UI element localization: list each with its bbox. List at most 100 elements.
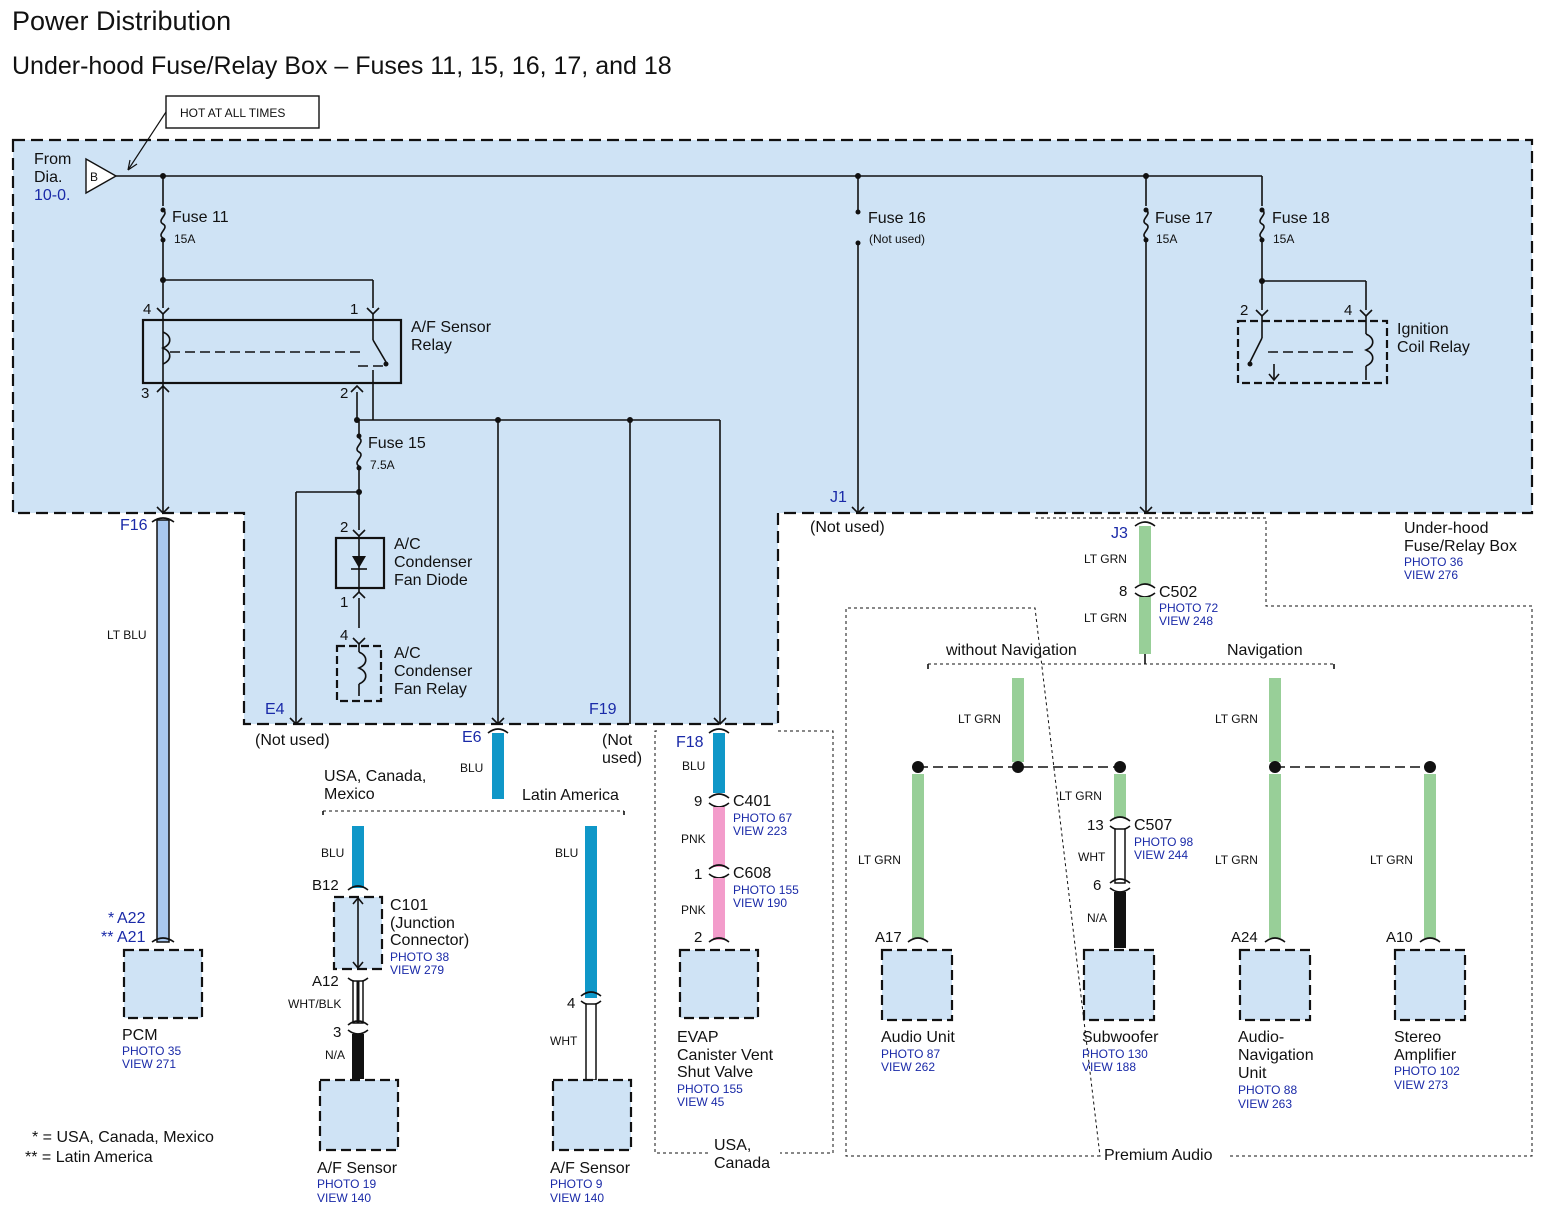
- svg-text:1: 1: [694, 866, 702, 883]
- fuse-17-icon: [1143, 209, 1149, 239]
- svg-text:Audio Unit: Audio Unit: [881, 1029, 955, 1046]
- pcm: [122, 948, 204, 1020]
- svg-text:A24: A24: [1231, 929, 1258, 946]
- svg-text:A22: A22: [117, 910, 146, 927]
- svg-text:1: 1: [340, 594, 348, 611]
- underhood-box: [11, 138, 1534, 726]
- box-view: VIEW 276: [1404, 568, 1458, 582]
- fan-relay-label-2: Condenser: [394, 663, 473, 680]
- box-label-1: Under-hood: [1404, 520, 1489, 537]
- svg-text:VIEW 279: VIEW 279: [390, 963, 444, 977]
- wire-lt-grn-c502: [1139, 597, 1151, 654]
- svg-text:VIEW 262: VIEW 262: [881, 1060, 935, 1074]
- c401-label: C401: [733, 793, 771, 810]
- fuse-11-rating: 15A: [174, 232, 195, 246]
- svg-text:LT GRN: LT GRN: [1370, 853, 1413, 867]
- svg-text:*: *: [108, 910, 114, 927]
- svg-text:4: 4: [567, 995, 575, 1012]
- svg-text:2: 2: [694, 929, 702, 946]
- svg-text:N/A: N/A: [1087, 911, 1107, 925]
- terminal-e4: E4: [265, 701, 285, 718]
- svg-text:6: 6: [1093, 877, 1101, 894]
- premium-audio-label: Premium Audio: [1104, 1147, 1213, 1164]
- svg-text:2: 2: [1240, 302, 1248, 319]
- svg-text:VIEW 140: VIEW 140: [550, 1191, 604, 1205]
- ac-fan-diode: [334, 536, 386, 590]
- fuse-16-rating: (Not used): [869, 232, 925, 246]
- svg-text:VIEW 248: VIEW 248: [1159, 614, 1213, 628]
- fan-diode-label-3: Fan Diode: [394, 572, 468, 589]
- fuse-18-label: Fuse 18: [1272, 210, 1330, 227]
- pcm-label: PCM: [122, 1027, 158, 1044]
- region-navigation: Navigation: [1227, 642, 1303, 659]
- svg-text:PHOTO 9: PHOTO 9: [550, 1177, 603, 1191]
- svg-text:A17: A17: [875, 929, 902, 946]
- wire-pnk-2: [713, 878, 725, 940]
- c502-label: C502: [1159, 584, 1197, 601]
- fuse-18-rating: 15A: [1273, 232, 1294, 246]
- svg-text:LT GRN: LT GRN: [958, 712, 1001, 726]
- svg-text:LT BLU: LT BLU: [107, 628, 147, 642]
- terminal-j3: J3: [1111, 525, 1128, 542]
- svg-text:4: 4: [340, 627, 348, 644]
- box-photo: PHOTO 36: [1404, 555, 1463, 569]
- callout-leader: [127, 111, 167, 171]
- terminal-e6: E6: [462, 729, 482, 746]
- svg-text:BLU: BLU: [460, 761, 483, 775]
- af-sensor-2: [551, 1078, 633, 1152]
- subwoofer: [1082, 948, 1156, 1022]
- svg-text:PHOTO 155: PHOTO 155: [733, 883, 799, 897]
- svg-text:A21: A21: [117, 929, 146, 946]
- svg-text:(Not used): (Not used): [255, 732, 330, 749]
- svg-text:**: **: [101, 929, 113, 946]
- box-label-2: Fuse/Relay Box: [1404, 538, 1517, 555]
- svg-text:Canister Vent: Canister Vent: [677, 1047, 774, 1064]
- diode-icon: [352, 556, 366, 568]
- svg-text:PHOTO 155: PHOTO 155: [677, 1082, 743, 1096]
- svg-text:N/A: N/A: [325, 1048, 345, 1062]
- svg-text:BLU: BLU: [682, 759, 705, 773]
- svg-text:VIEW 273: VIEW 273: [1394, 1078, 1448, 1092]
- svg-text:9: 9: [694, 793, 702, 810]
- terminal-f16: F16: [120, 517, 148, 534]
- svg-text:PHOTO 35: PHOTO 35: [122, 1044, 181, 1058]
- svg-text:VIEW 45: VIEW 45: [677, 1095, 725, 1109]
- svg-text:1: 1: [350, 301, 358, 318]
- svg-text:2: 2: [340, 519, 348, 536]
- svg-text:VIEW 244: VIEW 244: [1134, 848, 1188, 862]
- svg-text:PHOTO 38: PHOTO 38: [390, 950, 449, 964]
- svg-text:A10: A10: [1386, 929, 1413, 946]
- svg-text:(Junction: (Junction: [390, 915, 455, 932]
- source-terminal-letter: B: [90, 170, 98, 184]
- svg-text:(Not: (Not: [602, 732, 633, 749]
- svg-text:VIEW 140: VIEW 140: [317, 1191, 371, 1205]
- svg-text:WHT/BLK: WHT/BLK: [288, 997, 341, 1011]
- svg-text:PHOTO 98: PHOTO 98: [1134, 835, 1193, 849]
- ignition-coil-relay: [1236, 319, 1389, 385]
- svg-text:PHOTO 88: PHOTO 88: [1238, 1083, 1297, 1097]
- source-dia: Dia.: [34, 169, 62, 186]
- svg-text:LT GRN: LT GRN: [858, 853, 901, 867]
- svg-text:BLU: BLU: [321, 846, 344, 860]
- svg-text:3: 3: [333, 1024, 341, 1041]
- region-latin: Latin America: [522, 787, 619, 804]
- svg-text:A/F Sensor: A/F Sensor: [550, 1160, 631, 1177]
- ac-fan-relay: [335, 644, 383, 703]
- svg-text:PHOTO 19: PHOTO 19: [317, 1177, 376, 1191]
- svg-text:VIEW 223: VIEW 223: [733, 824, 787, 838]
- svg-text:WHT: WHT: [550, 1034, 578, 1048]
- fuse-15-label: Fuse 15: [368, 435, 426, 452]
- svg-text:Shut Valve: Shut Valve: [677, 1064, 753, 1081]
- j1-not-used: (Not used): [810, 519, 885, 536]
- svg-text:Amplifier: Amplifier: [1394, 1047, 1457, 1064]
- wire-lt-grn-j3: [1139, 526, 1151, 584]
- fuse-16-label: Fuse 16: [868, 210, 926, 227]
- svg-text:VIEW 263: VIEW 263: [1238, 1097, 1292, 1111]
- svg-text:PNK: PNK: [681, 832, 706, 846]
- svg-text:Subwoofer: Subwoofer: [1082, 1029, 1159, 1046]
- fuse-17-rating: 15A: [1156, 232, 1177, 246]
- svg-text:Connector): Connector): [390, 932, 469, 949]
- audio-unit: [880, 948, 954, 1022]
- premium-audio-region: [845, 517, 1533, 1157]
- source-ref: 10-0.: [34, 187, 70, 204]
